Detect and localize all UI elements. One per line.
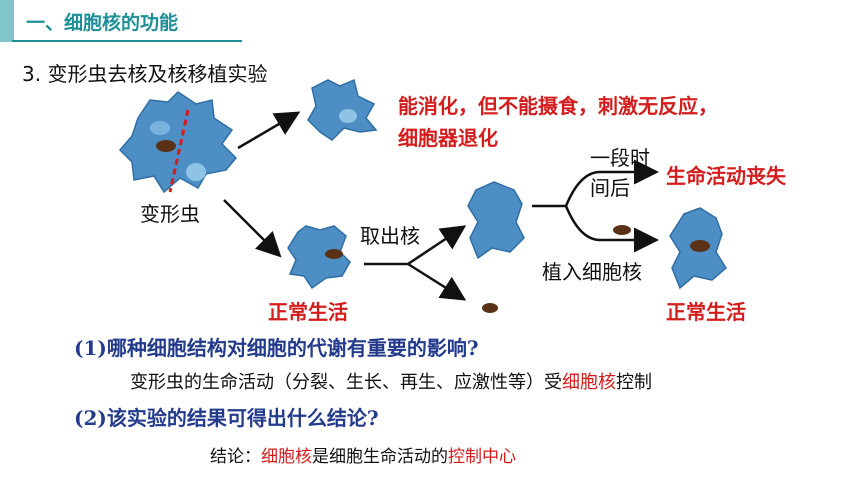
section-title: 一、细胞核的功能 (26, 12, 179, 34)
arrow-to-removed-nucleus (407, 262, 467, 301)
cut-line (168, 109, 190, 193)
arrow-to-normal-left (223, 199, 282, 258)
answer-2-prefix: 结论： (210, 447, 261, 467)
amoeba-normal-right (669, 207, 727, 290)
header-underline (12, 40, 242, 42)
answer-1-suffix: 控制 (616, 372, 652, 393)
removed-nucleus (482, 303, 498, 313)
amoeba-label: 变形虫 (140, 202, 200, 226)
header-accent-bar (0, 0, 14, 42)
enucleated-piece-top (307, 78, 378, 141)
arrow-to-top-piece (237, 111, 301, 150)
result-top-line2: 细胞器退化 (398, 126, 498, 150)
question-2: (2)该实验的结果可得出什么结论? (74, 406, 379, 430)
answer-1-highlight: 细胞核 (562, 372, 616, 393)
arrow-to-enucleated (407, 225, 467, 266)
answer-1-prefix: 变形虫的生命活动（分裂、生长、再生、应激性等）受 (130, 372, 562, 393)
amoeba-normal-left (287, 225, 351, 290)
result-top-line1: 能消化，但不能摄食，刺激无反应， (398, 94, 718, 118)
answer-2: 结论：细胞核是细胞生命活动的控制中心 (210, 442, 516, 467)
normal-life-left: 正常生活 (268, 300, 348, 324)
question-1: (1)哪种细胞结构对细胞的代谢有重要的影响? (74, 336, 479, 360)
enucleated-cell-middle (467, 181, 525, 260)
remove-nucleus-label: 取出核 (360, 224, 420, 248)
time-label-line2: 间后 (590, 176, 630, 200)
answer-1: 变形虫的生命活动（分裂、生长、再生、应激性等）受细胞核控制 (130, 368, 652, 394)
time-label-line1: 一段时 (590, 146, 650, 170)
life-stops-label: 生命活动丧失 (666, 164, 786, 188)
arrow-to-implant (564, 205, 659, 253)
arrow-to-life-stops (564, 159, 659, 207)
answer-2-highlight-1: 细胞核 (261, 447, 312, 467)
implant-nucleus-label: 植入细胞核 (542, 260, 642, 284)
normal-life-right: 正常生活 (666, 300, 746, 324)
amoeba-original-cell (118, 91, 238, 194)
experiment-title: 3. 变形虫去核及核移植实验 (22, 62, 268, 86)
amoeba-nucleus (156, 140, 176, 152)
nucleus-to-implant (613, 225, 631, 235)
answer-2-highlight-2: 控制中心 (448, 447, 516, 467)
answer-2-middle: 是细胞生命活动的 (312, 447, 448, 467)
